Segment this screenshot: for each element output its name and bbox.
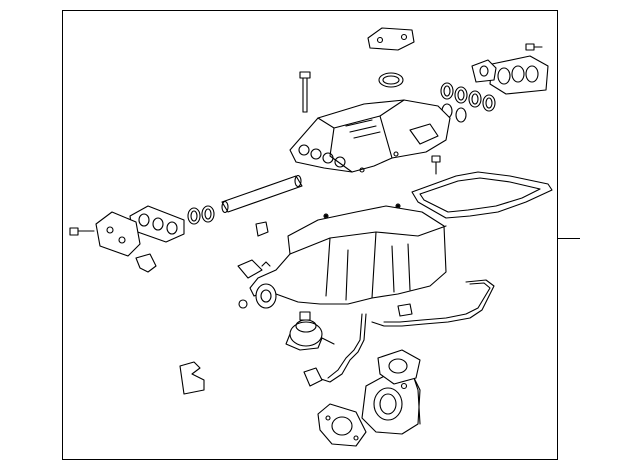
bracket-left	[135, 253, 157, 273]
bracket-plate-top	[367, 27, 415, 51]
stud	[397, 303, 413, 317]
long-bolt	[299, 71, 311, 113]
plug	[238, 299, 248, 309]
o-ring-pair-left	[187, 205, 215, 225]
intake-manifold-upper-cover	[289, 99, 451, 173]
bolt-top-right	[525, 43, 543, 51]
diagram-frame	[62, 10, 558, 460]
bolt-left	[69, 227, 95, 236]
bracket-flange-bottom	[317, 403, 367, 447]
bolt-cover-right	[431, 155, 441, 175]
port-gasket-right	[471, 59, 497, 83]
ring-gasket-right	[440, 82, 496, 123]
connector	[237, 259, 271, 279]
bracket-small-bottom-left	[179, 361, 205, 395]
seal-band	[371, 279, 495, 327]
gasket-throttle	[377, 349, 421, 385]
tube	[221, 174, 303, 214]
port-flange-left	[95, 211, 141, 257]
actuator	[285, 311, 335, 351]
sensor-small	[255, 221, 269, 237]
gasket-cover-right	[411, 171, 553, 219]
callout-leader-line	[558, 238, 580, 239]
fastener-dots	[324, 204, 400, 218]
o-ring-top	[378, 72, 404, 88]
port-flange-right	[489, 55, 549, 95]
supercharger-housing	[249, 203, 447, 309]
hose-line	[303, 313, 367, 387]
throttle-body	[361, 373, 421, 435]
